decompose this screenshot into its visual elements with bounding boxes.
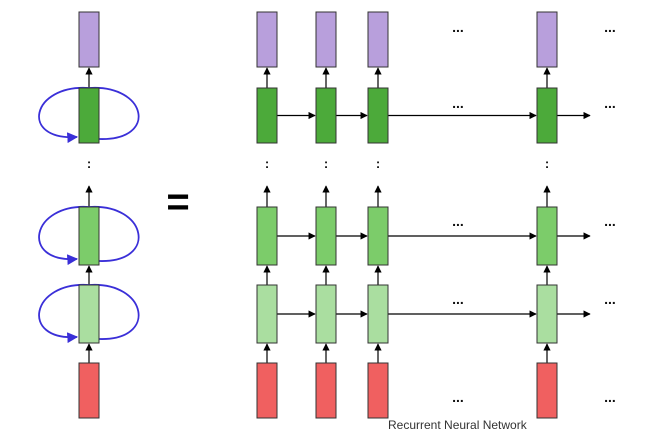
unrolled-cell-hidden_top-0 [256, 87, 278, 144]
unrolled-cell-input-2 [367, 362, 389, 419]
equals-sign: = [166, 180, 189, 224]
left-cell-hidden_low [78, 284, 100, 344]
left-vertical-ellipsis: : [87, 156, 91, 171]
unrolled-cell-hidden_low-2 [367, 284, 389, 344]
unrolled-cell-output-3 [536, 11, 558, 68]
left-cell-hidden_mid [78, 206, 100, 266]
layer-cells [78, 11, 558, 419]
unrolled-cell-hidden_top-1 [315, 87, 337, 144]
ellipsis-right-1: ... [604, 95, 616, 111]
left-cell-output [78, 11, 100, 68]
left-cell-hidden_top [78, 87, 100, 144]
ellipsis-middle-2: ... [452, 213, 464, 229]
unrolled-vertical-ellipsis-1: : [324, 156, 328, 171]
unrolled-cell-hidden_mid-1 [315, 206, 337, 266]
ellipsis-middle-0: ... [452, 19, 464, 35]
unrolled-cell-hidden_mid-0 [256, 206, 278, 266]
unrolled-cell-output-0 [256, 11, 278, 68]
unrolled-cell-input-0 [256, 362, 278, 419]
unrolled-cell-hidden_top-2 [367, 87, 389, 144]
unrolled-cell-output-1 [315, 11, 337, 68]
unrolled-cell-hidden_top-3 [536, 87, 558, 144]
ellipsis-right-4: ... [604, 389, 616, 405]
unrolled-cell-input-3 [536, 362, 558, 419]
unrolled-cell-input-1 [315, 362, 337, 419]
unrolled-cell-hidden_low-1 [315, 284, 337, 344]
unrolled-vertical-ellipsis-3: : [545, 156, 549, 171]
left-cell-input [78, 362, 100, 419]
ellipsis-middle-3: ... [452, 291, 464, 307]
unrolled-cell-hidden_low-0 [256, 284, 278, 344]
ellipsis-right-2: ... [604, 213, 616, 229]
unrolled-cell-hidden_mid-3 [536, 206, 558, 266]
diagram-caption: Recurrent Neural Network [388, 418, 527, 432]
connection-arrows [85, 67, 591, 363]
ellipsis-middle-1: ... [452, 95, 464, 111]
unrolled-cell-hidden_mid-2 [367, 206, 389, 266]
unrolled-cell-output-2 [367, 11, 389, 68]
diagram-symbols: :=::::.............................. [87, 19, 616, 405]
ellipsis-right-3: ... [604, 291, 616, 307]
unrolled-cell-hidden_low-3 [536, 284, 558, 344]
unrolled-vertical-ellipsis-2: : [376, 156, 380, 171]
unrolled-vertical-ellipsis-0: : [265, 156, 269, 171]
ellipsis-middle-4: ... [452, 389, 464, 405]
ellipsis-right-0: ... [604, 19, 616, 35]
